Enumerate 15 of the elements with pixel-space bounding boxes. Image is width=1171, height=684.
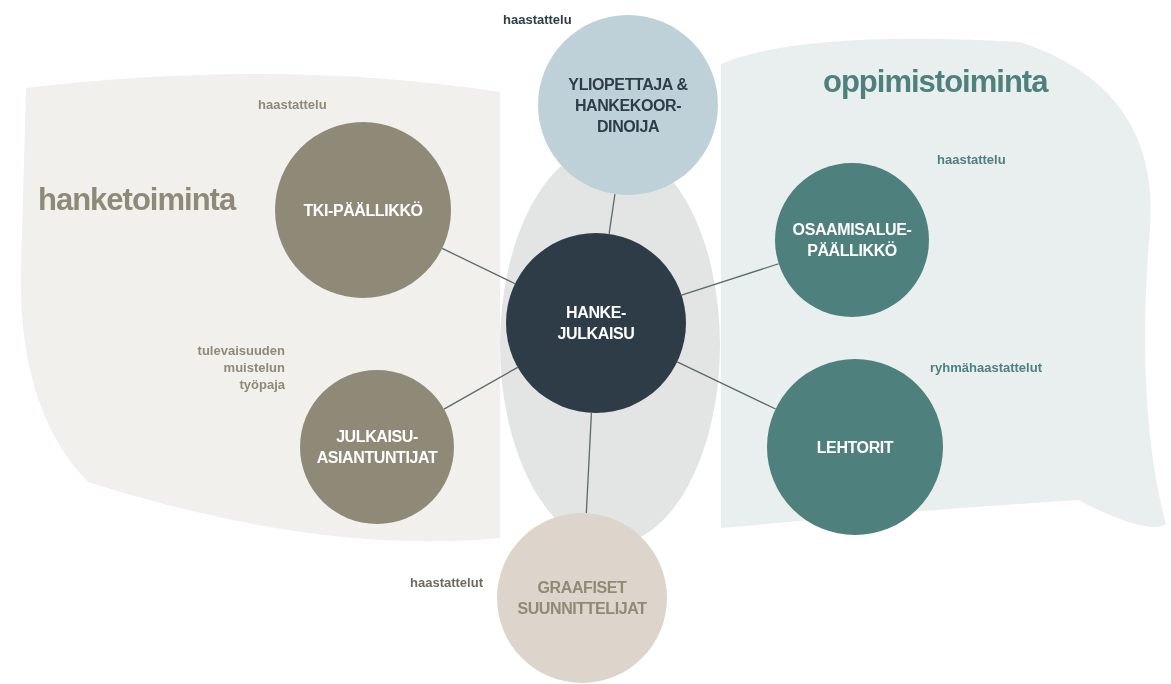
role-circle: GRAAFISET SUUNNITTELIJAT: [497, 513, 667, 683]
method-label: tulevaisuuden muistelun työpaja: [196, 342, 285, 393]
connector-line: [441, 247, 516, 285]
connector-line: [585, 412, 593, 514]
method-label: ryhmähaastattelut: [930, 359, 1042, 376]
connector-line: [676, 361, 777, 410]
region-title: hanketoiminta: [38, 182, 236, 218]
connector-line: [443, 366, 519, 410]
region-title: oppimistoiminta: [823, 64, 1048, 100]
method-label: haastattelu: [503, 11, 572, 28]
connector-line: [680, 263, 780, 296]
method-label: haastattelu: [258, 96, 327, 113]
method-label: haastattelut: [410, 574, 483, 591]
method-label: haastattelu: [937, 151, 1006, 168]
connector-line: [608, 193, 616, 235]
